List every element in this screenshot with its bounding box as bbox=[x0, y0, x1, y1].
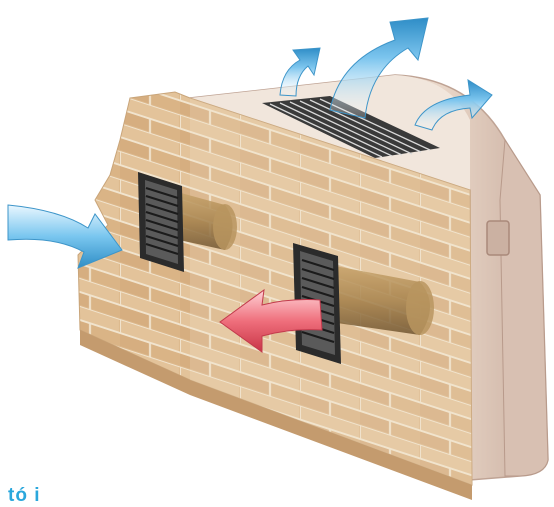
caption-text: tó i bbox=[8, 486, 41, 505]
side-slot bbox=[487, 221, 509, 255]
intake-grille bbox=[138, 172, 184, 272]
